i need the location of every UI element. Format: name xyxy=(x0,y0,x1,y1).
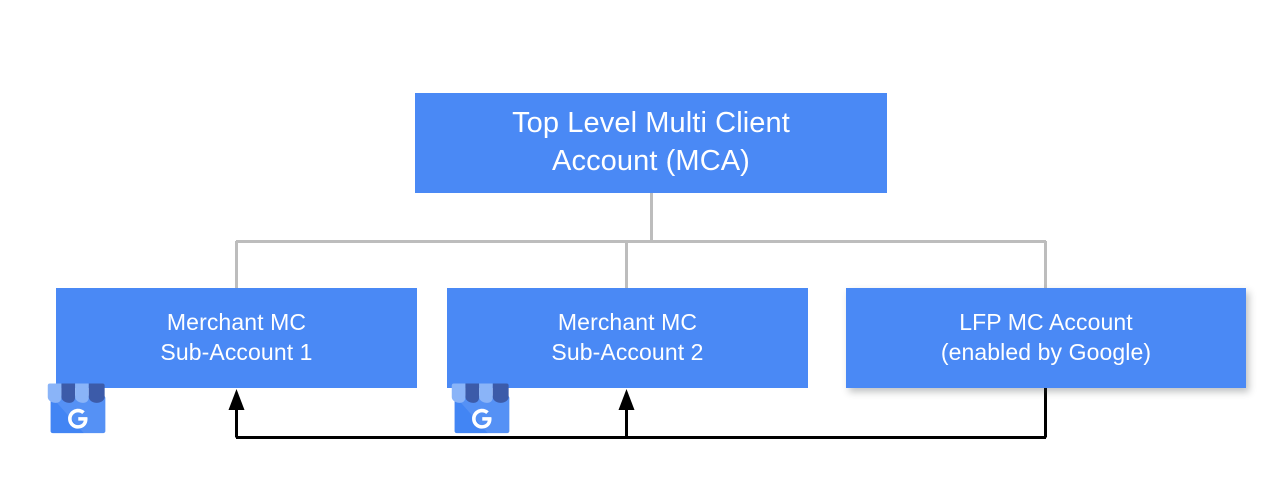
arrowhead-sub1 xyxy=(228,389,245,410)
node-merchant-sub-account-1[interactable]: Merchant MC Sub-Account 1 xyxy=(56,288,417,388)
gmb-awning-3 xyxy=(479,383,493,403)
gmb-awning-4 xyxy=(88,383,105,403)
gmb-awning-3 xyxy=(75,383,89,403)
node-top-level-mca[interactable]: Top Level Multi Client Account (MCA) xyxy=(415,93,887,193)
gmb-awning-4 xyxy=(492,383,509,403)
gmb-awning-2 xyxy=(465,383,480,403)
gmb-awning-1 xyxy=(47,383,62,403)
node-merchant-sub-account-2[interactable]: Merchant MC Sub-Account 2 xyxy=(447,288,808,388)
node-lfp-mc-account-label: LFP MC Account (enabled by Google) xyxy=(940,309,1152,365)
gmb-g-letter xyxy=(68,408,88,429)
node-lfp-mc-account[interactable]: LFP MC Account (enabled by Google) xyxy=(846,288,1246,388)
gmb-awning-2 xyxy=(61,383,76,403)
node-merchant-sub-account-1-label: Merchant MC Sub-Account 1 xyxy=(160,309,313,365)
google-my-business-storefront-icon xyxy=(446,364,518,436)
node-top-level-mca-label: Top Level Multi Client Account (MCA) xyxy=(512,107,790,177)
node-merchant-sub-account-2-label: Merchant MC Sub-Account 2 xyxy=(551,309,704,365)
gmb-g-letter xyxy=(472,408,492,429)
arrowhead-sub2 xyxy=(618,389,635,410)
google-my-business-storefront-icon xyxy=(42,364,114,436)
gmb-awning-1 xyxy=(451,383,466,403)
